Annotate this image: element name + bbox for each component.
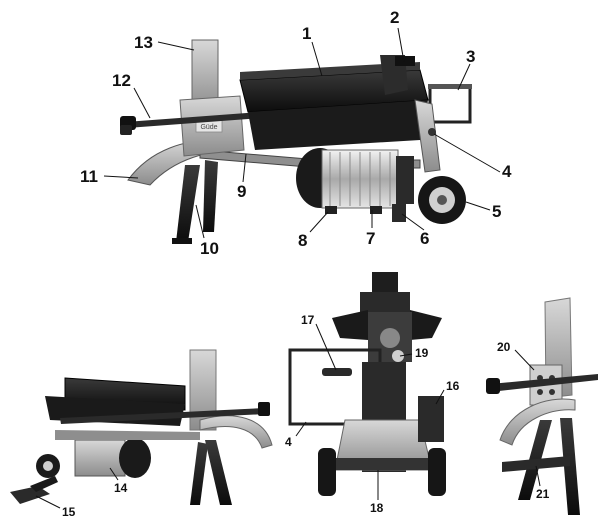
callout-6: 6 (420, 229, 430, 248)
detail-view-machine (486, 297, 598, 515)
callout-18: 18 (370, 501, 384, 515)
callout-10: 10 (200, 239, 219, 258)
callout-12: 12 (112, 71, 131, 90)
front-view-machine (288, 272, 446, 496)
callout-8: 8 (298, 231, 308, 250)
callout-4-front: 4 (285, 435, 292, 449)
callout-3: 3 (466, 47, 476, 66)
callout-13: 13 (134, 33, 153, 52)
side-view-machine (10, 349, 273, 505)
leader-lines (35, 27, 541, 509)
callout-4: 4 (502, 162, 512, 181)
callout-9: 9 (237, 182, 247, 201)
callout-11: 11 (80, 167, 98, 186)
callout-5: 5 (492, 202, 502, 221)
callout-14: 14 (114, 481, 128, 495)
callout-17: 17 (301, 313, 315, 327)
callout-1: 1 (302, 24, 312, 43)
callout-15: 15 (62, 505, 76, 519)
main-log-splitter: Güde (120, 39, 472, 244)
callout-20: 20 (497, 340, 511, 354)
brand-plate-text: Güde (200, 124, 217, 131)
callout-7: 7 (366, 229, 376, 248)
callout-21: 21 (536, 487, 550, 501)
callout-19: 19 (415, 346, 429, 360)
callout-2: 2 (390, 8, 400, 27)
callout-16: 16 (446, 379, 460, 393)
